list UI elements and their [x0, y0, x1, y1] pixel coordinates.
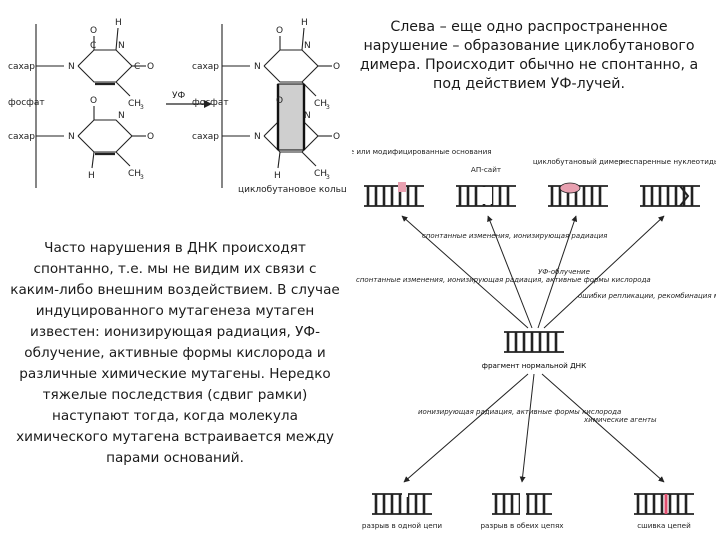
dna-modified-bases: [362, 182, 426, 208]
dna-cyclobutane-dimer: [546, 182, 610, 208]
bottom-label-single: разрыв в одной цепи: [362, 521, 443, 530]
top-label-unpaired: неспаренные нуклеотиды: [620, 157, 716, 166]
atom: N: [118, 111, 125, 121]
sugar-label: сахар: [8, 132, 35, 142]
atom: CH: [314, 169, 327, 179]
center-label: фрагмент нормальной ДНК: [482, 361, 586, 370]
dna-ap-site: [454, 184, 518, 208]
arrow-label-uv: УФ-облучение: [538, 268, 590, 276]
atom: N: [68, 62, 75, 72]
arrow-label-chemical: химические агенты: [583, 416, 657, 424]
left-paragraph: Часто нарушения в ДНК происходят спонтан…: [10, 240, 340, 466]
atom: O: [276, 96, 283, 106]
atom: CH: [128, 99, 141, 109]
atom: 3: [326, 174, 330, 181]
right-paragraph: Слева – еще одно распространенное наруше…: [359, 19, 699, 92]
atom: H: [301, 18, 308, 28]
arrow-label-ros: спонтанные изменения, ионизирующая радиа…: [356, 276, 651, 284]
sugar-label: сахар: [192, 132, 219, 142]
atom: O: [333, 132, 340, 142]
atom: O: [90, 26, 97, 36]
atom: O: [147, 62, 154, 72]
phosphate-label: фосфат: [192, 98, 229, 108]
arrow-label-replication: ошибки репликации, рекомбинация между ал…: [578, 292, 716, 300]
arrow-label-ionizing: ионизирующая радиация, активные формы ки…: [418, 408, 621, 416]
atom: C: [134, 62, 140, 72]
atom: 3: [140, 104, 144, 111]
atom: N: [254, 62, 261, 72]
atom: N: [304, 111, 311, 121]
phosphate-label: фосфат: [8, 98, 45, 108]
dna-crosslink: [632, 492, 696, 516]
dna-single-strand-break: [370, 491, 434, 516]
atom: N: [118, 41, 125, 51]
thymine-dimer-figure: УФ сахар фосфат сахар сахар фосфат сахар…: [8, 18, 346, 195]
atom: O: [90, 96, 97, 106]
sugar-label: сахар: [192, 62, 219, 72]
dna-double-strand-break: [490, 491, 554, 517]
atom: N: [254, 132, 261, 142]
atom: C: [90, 41, 96, 51]
atom: CH: [314, 99, 327, 109]
atom: H: [88, 171, 95, 181]
atom: CH: [128, 169, 141, 179]
ring-label: циклобутановое кольцо: [238, 185, 346, 195]
top-label-dimer: циклобутановый димер: [533, 157, 624, 166]
dna-damage-diagram: поврежденные или модифицированные основа…: [352, 147, 716, 530]
bottom-label-crosslink: сшивка цепей: [637, 521, 691, 530]
atom: 3: [326, 104, 330, 111]
top-label-modified: поврежденные или модифицированные основа…: [352, 147, 492, 156]
bottom-label-double: разрыв в обеих цепях: [480, 521, 564, 530]
dna-unpaired-nucleotides: [638, 184, 702, 208]
atom: H: [115, 18, 122, 28]
top-label-ap: АП-сайт: [471, 165, 501, 174]
uv-label: УФ: [172, 91, 185, 101]
atom: 3: [140, 174, 144, 181]
atom: H: [274, 171, 281, 181]
arrow-label-spontaneous: спонтанные изменения, ионизирующая радиа…: [422, 232, 607, 240]
atom: O: [333, 62, 340, 72]
cyclobutane-ring: [277, 83, 305, 151]
atom: O: [276, 26, 283, 36]
sugar-label: сахар: [8, 62, 35, 72]
dna-normal-fragment: [502, 330, 566, 354]
atom: O: [147, 132, 154, 142]
atom: N: [304, 41, 311, 51]
atom: N: [68, 132, 75, 142]
